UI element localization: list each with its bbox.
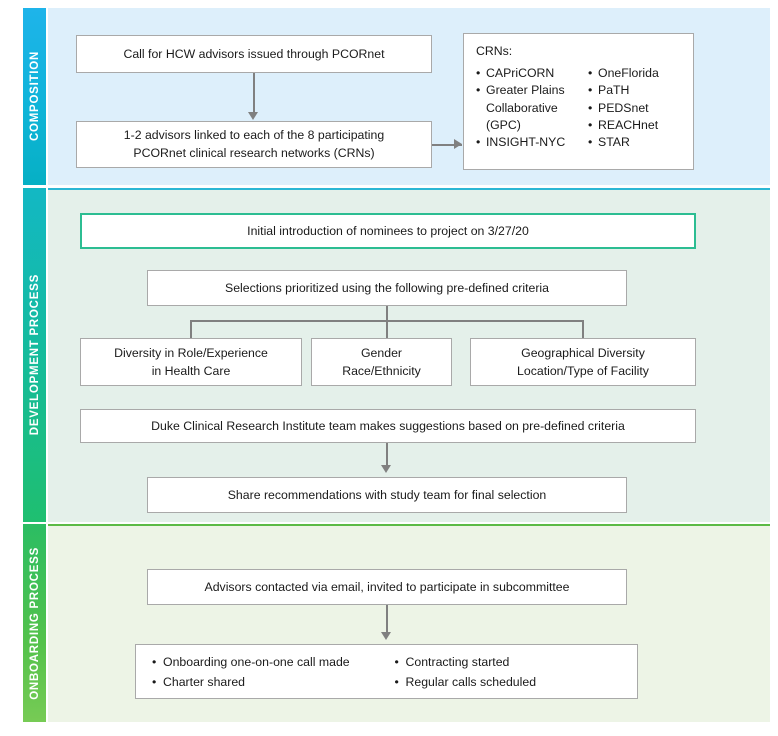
node-criteria-gender-race-line2: Race/Ethnicity bbox=[342, 363, 421, 378]
bullet-icon: • bbox=[588, 117, 593, 132]
node-selections-prioritized[interactable]: Selections prioritized using the followi… bbox=[147, 270, 627, 306]
node-criteria-geographic-line1: Geographical Diversity bbox=[521, 345, 645, 360]
list-item: • Onboarding one-on-one call made bbox=[152, 653, 385, 673]
node-crns-list[interactable]: CRNs: • CAPriCORN • Greater Plains Colla… bbox=[463, 33, 694, 170]
list-item: • Contracting started bbox=[395, 653, 628, 673]
node-dcri-suggestions[interactable]: Duke Clinical Research Institute team ma… bbox=[80, 409, 696, 443]
crn-name: OneFlorida bbox=[598, 65, 659, 80]
crn-name: REACHnet bbox=[598, 117, 659, 132]
node-call-for-advisors-label: Call for HCW advisors issued through PCO… bbox=[123, 46, 385, 61]
node-selections-prioritized-label: Selections prioritized using the followi… bbox=[225, 280, 549, 295]
bullet-icon: • bbox=[588, 135, 593, 150]
crn-name: Greater Plains Collaborative (GPC) bbox=[486, 83, 565, 132]
bullet-icon: • bbox=[588, 100, 593, 115]
section-development-process: DEVELOPMENT PROCESS Initial introduction… bbox=[0, 188, 778, 522]
list-item: • CAPriCORN bbox=[476, 65, 582, 82]
list-item: • PEDSnet bbox=[588, 100, 683, 117]
connector-dcri-to-share bbox=[386, 443, 388, 468]
list-item: • STAR bbox=[588, 134, 683, 151]
task-label: Charter shared bbox=[163, 674, 246, 689]
sidebar-development-process: DEVELOPMENT PROCESS bbox=[23, 188, 46, 522]
crn-name: INSIGHT-NYC bbox=[486, 135, 566, 150]
crn-name: CAPriCORN bbox=[486, 65, 555, 80]
task-label: Contracting started bbox=[405, 655, 510, 669]
onboarding-tasks-column-left: • Onboarding one-on-one call made • Char… bbox=[152, 653, 385, 690]
bullet-icon: • bbox=[476, 65, 481, 80]
node-initial-introduction-label: Initial introduction of nominees to proj… bbox=[247, 223, 529, 238]
section-onboarding-process: ONBOARDING PROCESS Advisors contacted vi… bbox=[0, 524, 778, 722]
crn-name: PEDSnet bbox=[598, 100, 649, 115]
sidebar-label-composition: COMPOSITION bbox=[28, 51, 41, 142]
crns-column-right: • OneFlorida • PaTH • PEDSnet • bbox=[588, 65, 683, 152]
bullet-icon: • bbox=[588, 65, 593, 80]
onboarding-tasks-content: • Onboarding one-on-one call made • Char… bbox=[136, 645, 637, 698]
node-initial-introduction[interactable]: Initial introduction of nominees to proj… bbox=[80, 213, 696, 249]
list-item: • INSIGHT-NYC bbox=[476, 134, 582, 151]
bullet-icon: • bbox=[394, 655, 399, 669]
node-advisors-linked-line1: 1-2 advisors linked to each of the 8 par… bbox=[123, 128, 385, 143]
arrowhead-dcri-to-share bbox=[381, 465, 391, 473]
bullet-icon: • bbox=[588, 83, 593, 98]
connector-criteria-stem bbox=[386, 306, 388, 321]
list-item: • PaTH bbox=[588, 82, 683, 99]
node-share-recommendations-label: Share recommendations with study team fo… bbox=[227, 487, 547, 502]
sidebar-composition: COMPOSITION bbox=[23, 8, 46, 185]
sidebar-label-development-process: DEVELOPMENT PROCESS bbox=[28, 274, 41, 436]
arrowhead-call-to-advisors bbox=[248, 112, 258, 120]
crns-content: CRNs: • CAPriCORN • Greater Plains Colla… bbox=[464, 34, 693, 169]
list-item: • Regular calls scheduled bbox=[395, 673, 628, 693]
node-criteria-geographic-line2: Location/Type of Facility bbox=[517, 363, 649, 378]
node-advisors-contacted-label: Advisors contacted via email, invited to… bbox=[204, 579, 570, 594]
connector-advisors-to-crns bbox=[432, 144, 462, 146]
node-criteria-geographic[interactable]: Geographical Diversity Location/Type of … bbox=[470, 338, 696, 386]
connector-criteria-drop-right bbox=[582, 320, 584, 339]
bullet-icon: • bbox=[152, 674, 157, 689]
node-dcri-suggestions-label: Duke Clinical Research Institute team ma… bbox=[151, 418, 625, 433]
connector-criteria-drop-center bbox=[386, 320, 388, 339]
onboarding-tasks-column-right: • Contracting started • Regular calls sc… bbox=[395, 653, 628, 690]
crn-name: PaTH bbox=[598, 83, 630, 98]
bullet-icon: • bbox=[394, 674, 399, 689]
sidebar-label-onboarding-process: ONBOARDING PROCESS bbox=[28, 546, 41, 700]
node-criteria-diversity-role[interactable]: Diversity in Role/Experience in Health C… bbox=[80, 338, 302, 386]
connector-contacted-to-tasks bbox=[386, 605, 388, 635]
node-call-for-advisors[interactable]: Call for HCW advisors issued through PCO… bbox=[76, 35, 432, 73]
crns-column-left: • CAPriCORN • Greater Plains Collaborati… bbox=[476, 65, 582, 152]
crn-name: STAR bbox=[598, 135, 630, 150]
arrowhead-contacted-to-tasks bbox=[381, 632, 391, 640]
list-item: • REACHnet bbox=[588, 117, 683, 134]
sidebar-onboarding-process: ONBOARDING PROCESS bbox=[23, 524, 46, 722]
node-criteria-gender-race-line1: Gender bbox=[360, 345, 403, 360]
connector-criteria-drop-left bbox=[190, 320, 192, 339]
node-advisors-linked[interactable]: 1-2 advisors linked to each of the 8 par… bbox=[76, 121, 432, 168]
crns-title: CRNs: bbox=[476, 44, 513, 58]
connector-call-to-advisors bbox=[253, 73, 255, 115]
task-label: Regular calls scheduled bbox=[405, 674, 537, 689]
section-composition: COMPOSITION Call for HCW advisors issued… bbox=[0, 8, 778, 185]
list-item: • Charter shared bbox=[152, 673, 385, 693]
crns-columns: • CAPriCORN • Greater Plains Collaborati… bbox=[476, 65, 683, 152]
bullet-icon: • bbox=[476, 83, 481, 98]
task-label: Onboarding one-on-one call made bbox=[163, 655, 350, 669]
list-item: • Greater Plains Collaborative (GPC) bbox=[476, 82, 582, 134]
node-criteria-gender-race[interactable]: Gender Race/Ethnicity bbox=[311, 338, 452, 386]
node-onboarding-tasks[interactable]: • Onboarding one-on-one call made • Char… bbox=[135, 644, 638, 699]
node-advisors-linked-line2: PCORnet clinical research networks (CRNs… bbox=[133, 146, 375, 160]
node-advisors-contacted[interactable]: Advisors contacted via email, invited to… bbox=[147, 569, 627, 605]
bullet-icon: • bbox=[152, 655, 157, 669]
onboarding-top-rule bbox=[48, 524, 770, 526]
node-share-recommendations[interactable]: Share recommendations with study team fo… bbox=[147, 477, 627, 513]
bullet-icon: • bbox=[476, 135, 481, 150]
node-criteria-diversity-role-line1: Diversity in Role/Experience bbox=[114, 345, 268, 360]
list-item: • OneFlorida bbox=[588, 65, 683, 82]
node-criteria-diversity-role-line2: in Health Care bbox=[151, 363, 231, 378]
arrowhead-advisors-to-crns bbox=[454, 139, 462, 149]
development-top-rule bbox=[48, 188, 770, 190]
